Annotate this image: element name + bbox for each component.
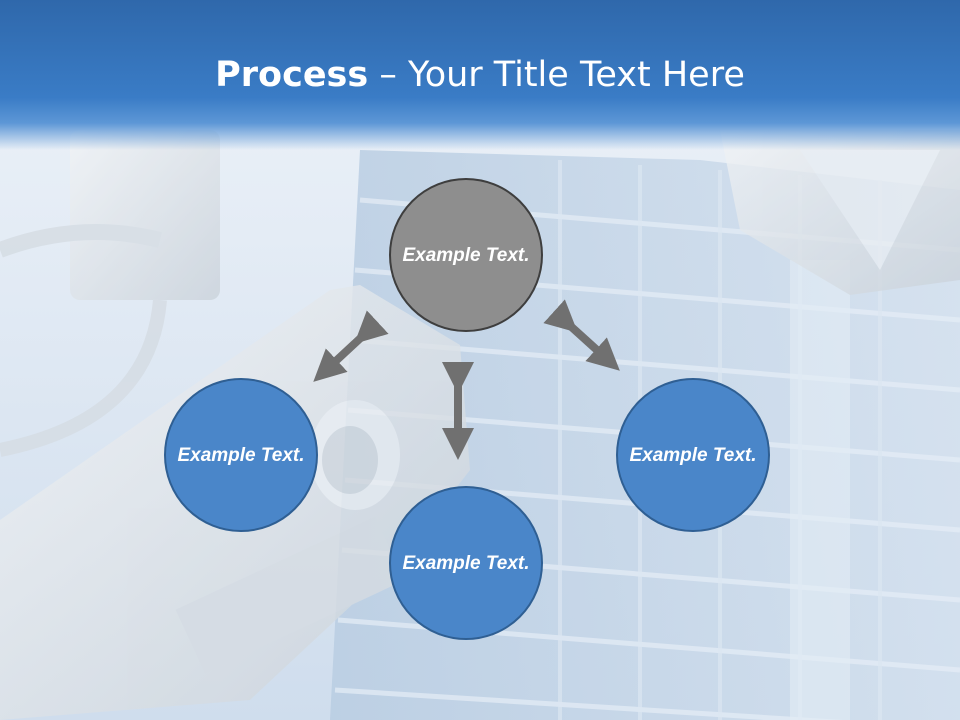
node-top: Example Text. — [389, 178, 543, 332]
node-top-label: Example Text. — [402, 244, 530, 266]
node-bottom: Example Text. — [389, 486, 543, 640]
node-left-label: Example Text. — [177, 444, 305, 466]
node-bottom-label: Example Text. — [402, 552, 530, 574]
header-band — [0, 0, 960, 150]
node-left: Example Text. — [164, 378, 318, 532]
title-rest: – Your Title Text Here — [368, 55, 745, 95]
title-bold: Process — [215, 55, 369, 95]
slide-title: Process – Your Title Text Here — [0, 52, 960, 98]
node-right-label: Example Text. — [629, 444, 757, 466]
node-right: Example Text. — [616, 378, 770, 532]
